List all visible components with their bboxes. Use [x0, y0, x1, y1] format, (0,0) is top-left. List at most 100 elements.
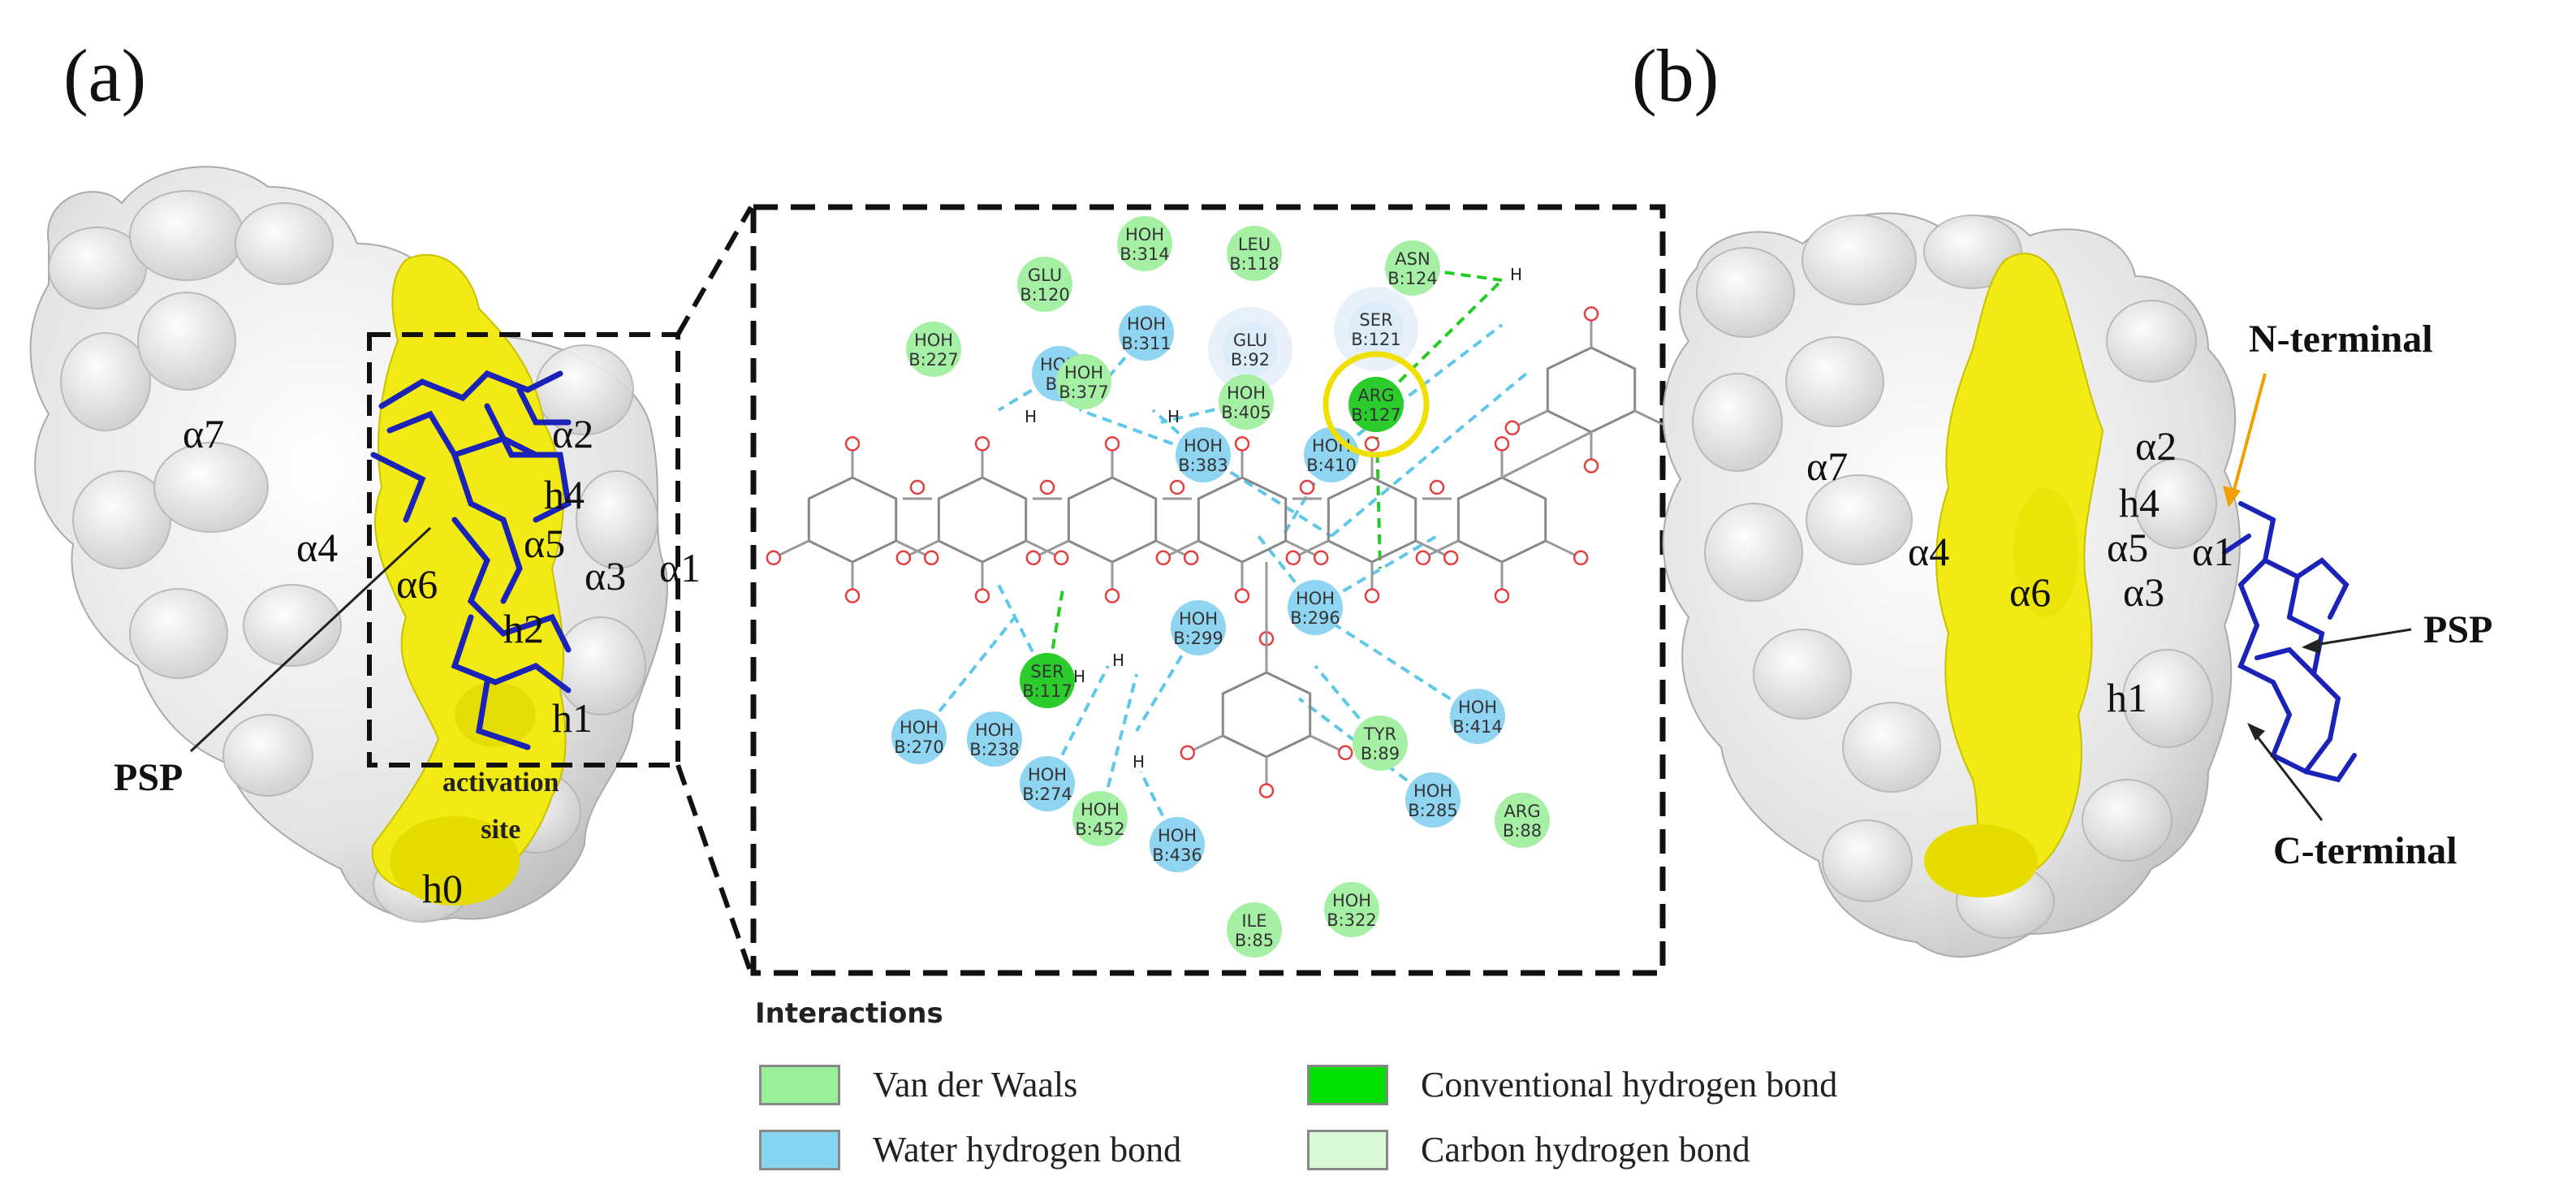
residue-id: B:383 [1178, 456, 1228, 475]
panel-b-helix-label-x6: α6 [2009, 569, 2052, 615]
residue-name: TYR [1363, 724, 1396, 744]
oxygen-atom [1337, 745, 1353, 761]
sugar-bond [1310, 734, 1342, 752]
residue-id: B:238 [969, 740, 1020, 759]
sugar-bond [1285, 539, 1318, 557]
activation-site-label: activation site [442, 759, 559, 854]
residue-id: B:124 [1387, 269, 1438, 288]
oxygen-atom [1313, 550, 1329, 566]
panel-b-helix-label-x2: α2 [2135, 423, 2177, 469]
residue-name: HOH [1458, 698, 1497, 717]
residue-id: B:452 [1075, 819, 1125, 839]
residue-name: HOH [1028, 765, 1067, 785]
residue-name: HOH [975, 720, 1014, 740]
legend-swatch-water [759, 1129, 840, 1170]
sugar-bond [1415, 539, 1448, 557]
residue-id: B:118 [1229, 254, 1279, 274]
sugar-bond [1297, 539, 1329, 557]
residue-circle [1353, 716, 1408, 771]
interaction-bond [1160, 400, 1247, 424]
oxygen-atom [1104, 588, 1120, 603]
oxygen-atom [844, 436, 861, 452]
residue-id: B:414 [1452, 717, 1503, 737]
bridge-oxygen [1039, 479, 1055, 495]
residue-circle [1495, 793, 1550, 848]
sugar-bond [1037, 539, 1069, 557]
panel-b-helix-label-x7: α7 [1806, 443, 1849, 489]
legend-item-conventional: Conventional hydrogen bond [1307, 1064, 1837, 1105]
interaction-bond [1322, 616, 1479, 718]
legend-label-conventional: Conventional hydrogen bond [1421, 1065, 1838, 1105]
oxygen-atom [766, 550, 782, 566]
activation-site-line-1: activation [442, 767, 559, 798]
psp-label-a: PSP [114, 756, 183, 799]
panel-a-helix-label-h4: h4 [544, 472, 585, 517]
residue-name: SER [1359, 310, 1392, 330]
oxygen-atom [1583, 306, 1599, 322]
n-terminal-arrow [2231, 373, 2267, 496]
sugar-bond [1025, 539, 1058, 557]
residue-name: ARG [1504, 802, 1540, 821]
residue-circle [1227, 902, 1282, 958]
psp-label-b: PSP [2423, 608, 2493, 651]
residue-name: LEU [1238, 235, 1271, 254]
oxygen-atom [1258, 783, 1275, 798]
residue-id: B:285 [1408, 801, 1458, 820]
legend-item-water: Water hydrogen bond [759, 1129, 1181, 1170]
residue-name: HOH [1127, 314, 1166, 334]
residue-circle [1072, 791, 1128, 846]
protein-surface-b [1662, 212, 2241, 958]
panel-b-helix-label-x1: α1 [2192, 529, 2234, 574]
glycosidic-link [1501, 430, 1592, 479]
sugar-bond [1155, 539, 1188, 557]
legend-swatch-vdw [759, 1064, 840, 1105]
residue-circle [1020, 756, 1075, 811]
residue-id: B:89 [1361, 744, 1400, 763]
oxygen-atom [1583, 458, 1599, 473]
residue-name: GLU [1028, 266, 1062, 285]
residue-name: HOH [900, 718, 938, 737]
oxygen-atom [1053, 550, 1069, 566]
c-terminal-label: C-terminal [2273, 829, 2457, 872]
oxygen-atom [844, 588, 861, 603]
residue-circle [1405, 772, 1461, 828]
interaction-bond [1374, 404, 1382, 569]
psp-ligand-b [2222, 501, 2357, 783]
residue-circle [1056, 354, 1111, 409]
oxygen-atom [1494, 436, 1510, 452]
n-terminal-label: N-terminal [2249, 318, 2433, 361]
residue-name: HOH [1158, 826, 1197, 845]
residue-name: HOH [1296, 589, 1335, 608]
residue-id: B:405 [1221, 403, 1271, 422]
hydrogen-atom-label: H [1510, 265, 1522, 284]
residue-circle [1219, 374, 1274, 430]
oxygen-atom [1443, 550, 1459, 566]
interaction-bond [1151, 409, 1205, 456]
oxygen-atom [1415, 550, 1431, 566]
hydrogen-atom-label: H [1133, 752, 1145, 772]
oxygen-atom [1504, 420, 1521, 436]
residue-name: ARG [1357, 386, 1394, 405]
residue-circle [1119, 305, 1174, 361]
residue-circle [1348, 301, 1404, 357]
panel-b-helix-label-h1: h1 [2107, 675, 2147, 720]
psp-pointer-b [2309, 628, 2412, 647]
residue-circle [891, 709, 947, 764]
sugar-bond [1516, 409, 1548, 427]
oxygen-atom [1104, 436, 1120, 452]
